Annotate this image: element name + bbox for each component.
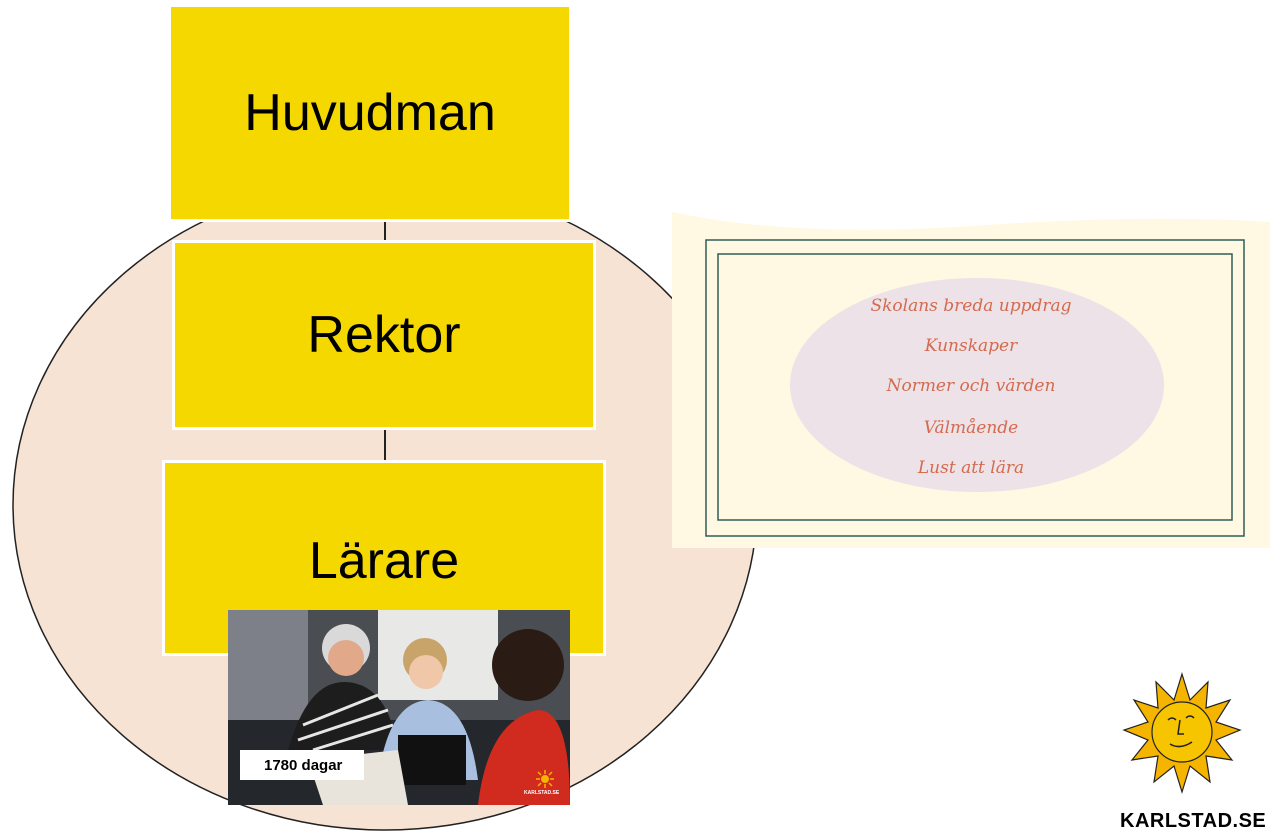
photo-illustration — [228, 610, 570, 805]
values-card-frame — [672, 212, 1270, 537]
card-line-4: Välmående — [923, 418, 1019, 438]
photo-thumbnail: 1780 dagar KARLSTAD.SE — [228, 610, 570, 805]
values-card: Skolans breda uppdrag Kunskaper Normer o… — [672, 212, 1270, 548]
card-line-1: Skolans breda uppdrag — [870, 296, 1072, 316]
photo-caption: 1780 dagar — [240, 750, 364, 780]
photo-watermark: KARLSTAD.SE — [524, 790, 560, 796]
connector-rektor-larare — [384, 424, 386, 464]
photo-sun-icon — [536, 770, 554, 788]
karlstad-logo-text: KARLSTAD.SE — [1120, 810, 1267, 832]
card-line-3: Normer och värden — [886, 376, 1056, 396]
box-huvudman-label: Huvudman — [244, 84, 496, 142]
box-rektor: Rektor — [172, 240, 596, 430]
box-larare-label: Lärare — [308, 532, 460, 590]
box-huvudman: Huvudman — [168, 4, 572, 222]
box-rektor-label: Rektor — [307, 306, 461, 364]
card-line-5: Lust att lära — [917, 458, 1025, 478]
karlstad-sun-logo — [1122, 672, 1242, 795]
card-line-2: Kunskaper — [924, 336, 1018, 356]
connector-huvudman-rektor — [384, 210, 386, 248]
